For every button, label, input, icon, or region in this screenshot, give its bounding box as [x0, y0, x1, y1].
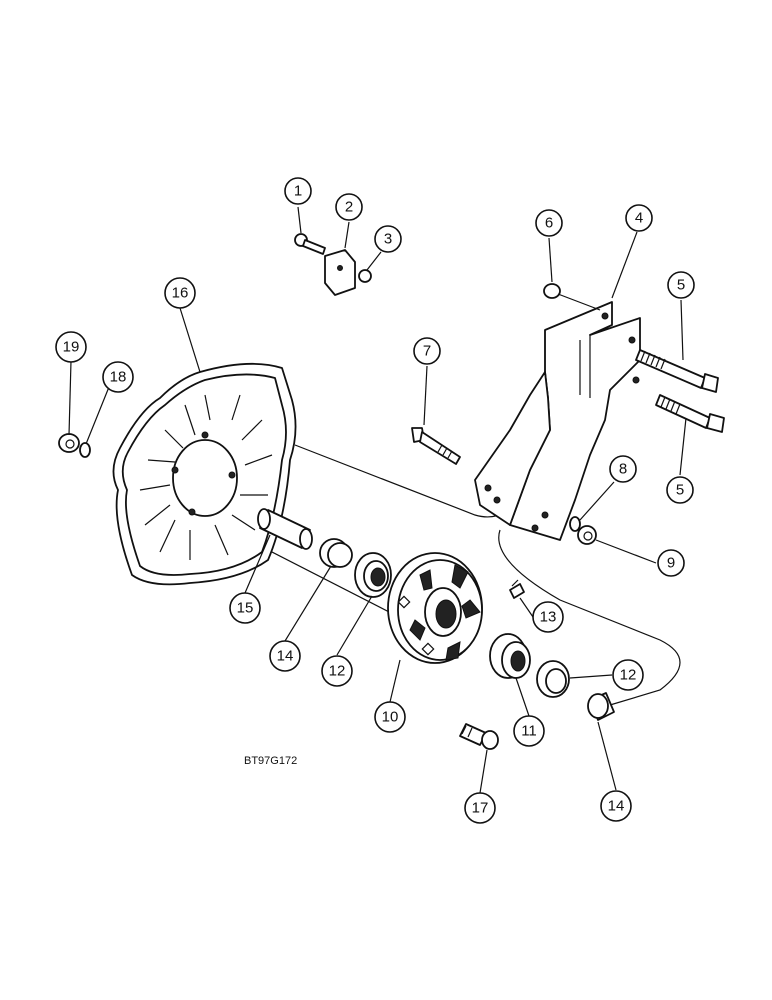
figure-code: BT97G172 — [244, 755, 297, 767]
bearing-cup-right-part — [536, 660, 570, 698]
callout-label: 5 — [677, 277, 685, 294]
nut-right-part — [577, 525, 597, 545]
callout-label: 14 — [608, 798, 625, 815]
bushing-left-part — [319, 538, 353, 568]
callout-label: 3 — [384, 231, 392, 248]
callout-label: 11 — [521, 723, 537, 740]
carriage-bolt-part — [459, 723, 499, 750]
callout-label: 15 — [237, 600, 254, 617]
bolt-lower-part — [655, 394, 725, 433]
callout-7: 7 — [413, 337, 441, 365]
callout-5-upper: 5 — [667, 271, 695, 299]
callout-6: 6 — [535, 209, 563, 237]
callout-label: 13 — [540, 609, 557, 626]
callout-18: 18 — [102, 361, 134, 393]
callout-label: 18 — [110, 369, 127, 386]
bolt-left-part — [411, 427, 461, 465]
callout-leaders — [68, 206, 687, 794]
spacer-tube-part — [257, 508, 313, 550]
callout-label: 2 — [345, 199, 353, 216]
callout-3: 3 — [374, 225, 402, 253]
clip-plate-part — [324, 249, 356, 296]
bearing-cup-left-part — [354, 552, 392, 598]
callout-5-lower: 5 — [666, 476, 694, 504]
callout-19: 19 — [55, 331, 87, 363]
callout-16: 16 — [164, 277, 196, 309]
callout-label: 7 — [423, 343, 431, 360]
bolt-upper-part — [635, 349, 719, 393]
small-nut-part — [358, 269, 372, 283]
callout-10: 10 — [374, 701, 406, 733]
callout-label: 9 — [667, 555, 675, 572]
callout-label: 8 — [619, 461, 627, 478]
callout-2: 2 — [335, 193, 363, 221]
nut-top-part — [543, 283, 601, 311]
callout-17: 17 — [464, 792, 496, 824]
bushing-right-part — [587, 692, 615, 721]
bearing-cone-part — [489, 633, 531, 679]
callout-label: 10 — [382, 709, 399, 726]
callout-12-left: 12 — [321, 655, 353, 687]
callout-label: 12 — [329, 663, 346, 680]
callout-label: 16 — [172, 285, 189, 302]
callout-label: 14 — [277, 648, 294, 665]
callout-14-right: 14 — [600, 790, 632, 822]
callout-label: 4 — [635, 210, 643, 227]
callout-label: 12 — [620, 667, 637, 684]
callout-13: 13 — [532, 601, 564, 633]
callout-label: 19 — [63, 339, 80, 356]
rim-disk-part — [112, 362, 297, 586]
washer-left-part — [79, 442, 91, 458]
callout-12-right: 12 — [612, 659, 644, 691]
callout-label: 17 — [472, 800, 489, 817]
washer-right-part — [569, 516, 581, 532]
hub-part — [387, 552, 483, 664]
small-bolt-part — [294, 233, 326, 255]
callout-11: 11 — [513, 715, 545, 747]
nut-left-part — [58, 433, 80, 453]
callout-8: 8 — [609, 455, 637, 483]
callout-label: 1 — [294, 183, 302, 200]
callout-15: 15 — [229, 592, 261, 624]
callout-4: 4 — [625, 204, 653, 232]
callout-label: 6 — [545, 215, 553, 232]
callout-9: 9 — [657, 549, 685, 577]
grease-fitting-part — [509, 579, 525, 599]
callout-label: 5 — [676, 482, 684, 499]
callout-1: 1 — [284, 177, 312, 205]
bracket-part — [474, 301, 641, 541]
callout-14-left: 14 — [269, 640, 301, 672]
